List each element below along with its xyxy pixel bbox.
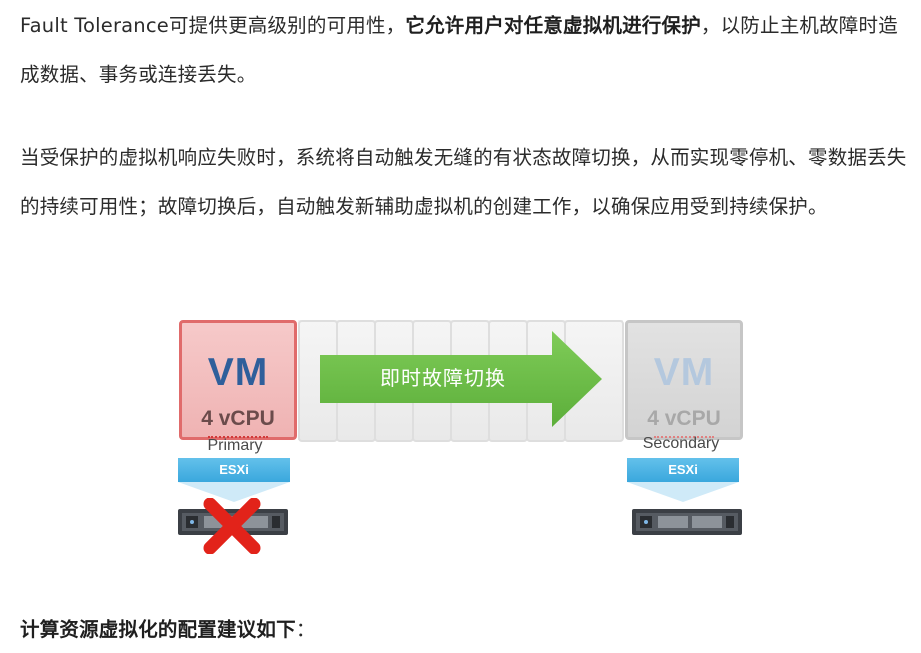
- intro-text-start: Fault Tolerance可提供更高级别的可用性，: [20, 14, 406, 37]
- esxi-funnel: [627, 482, 739, 502]
- secondary-server-icon: [632, 509, 742, 535]
- primary-vm-box: VM 4 vCPU: [179, 320, 297, 440]
- primary-vcpu-label: 4 vCPU: [201, 407, 275, 430]
- secondary-role-label: Secondary: [642, 435, 720, 452]
- fault-tolerance-diagram: VM 4 vCPU Primary 即时故障切换 VM 4 vCPU Secon…: [170, 310, 750, 560]
- config-heading: 计算资源虚拟化的配置建议如下：: [20, 610, 316, 650]
- primary-vm-label: VM: [207, 351, 269, 394]
- secondary-vcpu-label: 4 vCPU: [647, 407, 721, 430]
- intro-paragraph: Fault Tolerance可提供更高级别的可用性，它允许用户对任意虚拟机进行…: [20, 1, 912, 99]
- primary-esxi-label: ESXi: [219, 462, 249, 477]
- failover-arrow-icon: [320, 331, 602, 427]
- spellcheck-underline: [208, 433, 268, 438]
- failover-paragraph: 当受保护的虚拟机响应失败时，系统将自动触发无缝的有状态故障切换，从而实现零停机、…: [20, 146, 907, 218]
- secondary-esxi-host: ESXi: [627, 458, 739, 502]
- intro-text-end: ，以防止主机故障时造成数据、事务或连接丢失。: [20, 14, 898, 86]
- failure-x-icon: [203, 498, 261, 554]
- config-heading-bold: 计算资源虚拟化的配置建议如下: [20, 618, 296, 641]
- intro-text-bold: 它允许用户对任意虚拟机进行保护: [405, 14, 701, 37]
- secondary-esxi-label: ESXi: [668, 462, 698, 477]
- failover-arrow-label: 即时故障切换: [380, 366, 506, 390]
- spellcheck-underline: [654, 433, 714, 438]
- primary-esxi-host: ESXi: [178, 458, 290, 502]
- secondary-vm-label: VM: [653, 351, 715, 394]
- config-heading-suffix: ：: [295, 618, 316, 641]
- primary-role-label: Primary: [207, 437, 263, 454]
- secondary-vm-box: VM 4 vCPU: [625, 320, 743, 440]
- esxi-funnel: [178, 482, 290, 502]
